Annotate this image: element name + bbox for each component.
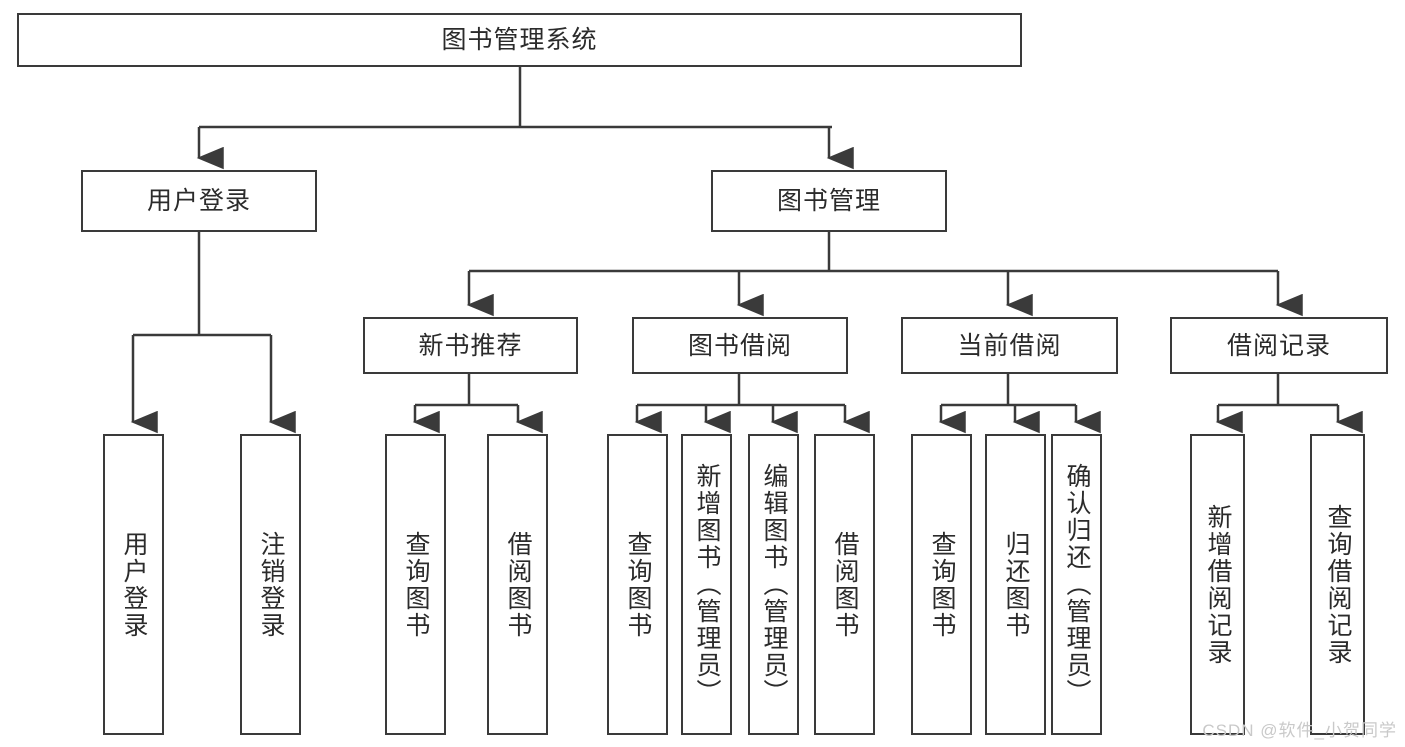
node-root[interactable]: 图书管理系统 <box>17 13 1022 67</box>
leaf-borrow-books-recommend[interactable]: 借阅图书 <box>487 434 548 735</box>
leaf-query-borrow-record-label: 查询借阅记录 <box>1324 503 1352 666</box>
leaf-add-borrow-record[interactable]: 新增借阅记录 <box>1190 434 1245 735</box>
node-new-book-recommend[interactable]: 新书推荐 <box>363 317 578 374</box>
leaf-query-books-current[interactable]: 查询图书 <box>911 434 972 735</box>
node-borrow-record[interactable]: 借阅记录 <box>1170 317 1388 374</box>
node-user-login-label: 用户登录 <box>146 187 251 215</box>
leaf-query-books-recommend-label: 查询图书 <box>402 530 430 639</box>
watermark: CSDN @软件_小贺同学 <box>1202 721 1397 740</box>
leaf-query-books-current-label: 查询图书 <box>928 530 956 639</box>
leaf-query-books-recommend[interactable]: 查询图书 <box>385 434 446 735</box>
leaf-borrow-books[interactable]: 借阅图书 <box>814 434 875 735</box>
leaf-add-book-admin-label: 新增图书（管理员） <box>693 463 721 706</box>
leaf-logout[interactable]: 注销登录 <box>240 434 301 735</box>
leaf-query-books-borrow-label: 查询图书 <box>624 530 652 639</box>
leaf-logout-label: 注销登录 <box>257 530 285 639</box>
node-book-management[interactable]: 图书管理 <box>711 170 947 232</box>
leaf-edit-book-admin[interactable]: 编辑图书（管理员） <box>748 434 799 735</box>
node-book-borrow-label: 图书借阅 <box>687 331 792 360</box>
node-book-borrow[interactable]: 图书借阅 <box>632 317 848 374</box>
leaf-user-login-label: 用户登录 <box>120 530 148 639</box>
leaf-query-borrow-record[interactable]: 查询借阅记录 <box>1310 434 1365 735</box>
node-current-borrow-label: 当前借阅 <box>957 331 1062 360</box>
leaf-borrow-books-recommend-label: 借阅图书 <box>504 530 532 639</box>
node-book-management-label: 图书管理 <box>776 187 881 215</box>
leaf-query-books-borrow[interactable]: 查询图书 <box>607 434 668 735</box>
node-user-login[interactable]: 用户登录 <box>81 170 317 232</box>
leaf-return-books[interactable]: 归还图书 <box>985 434 1046 735</box>
leaf-return-books-label: 归还图书 <box>1002 530 1030 639</box>
node-new-book-recommend-label: 新书推荐 <box>418 331 523 360</box>
leaf-user-login[interactable]: 用户登录 <box>103 434 164 735</box>
leaf-confirm-return-admin[interactable]: 确认归还（管理员） <box>1051 434 1102 735</box>
node-root-label: 图书管理系统 <box>441 26 598 54</box>
leaf-add-book-admin[interactable]: 新增图书（管理员） <box>681 434 732 735</box>
node-current-borrow[interactable]: 当前借阅 <box>901 317 1118 374</box>
leaf-edit-book-admin-label: 编辑图书（管理员） <box>760 463 788 706</box>
leaf-confirm-return-admin-label: 确认归还（管理员） <box>1063 463 1091 706</box>
leaf-borrow-books-label: 借阅图书 <box>831 530 859 639</box>
leaf-add-borrow-record-label: 新增借阅记录 <box>1204 503 1232 666</box>
node-borrow-record-label: 借阅记录 <box>1226 331 1331 360</box>
